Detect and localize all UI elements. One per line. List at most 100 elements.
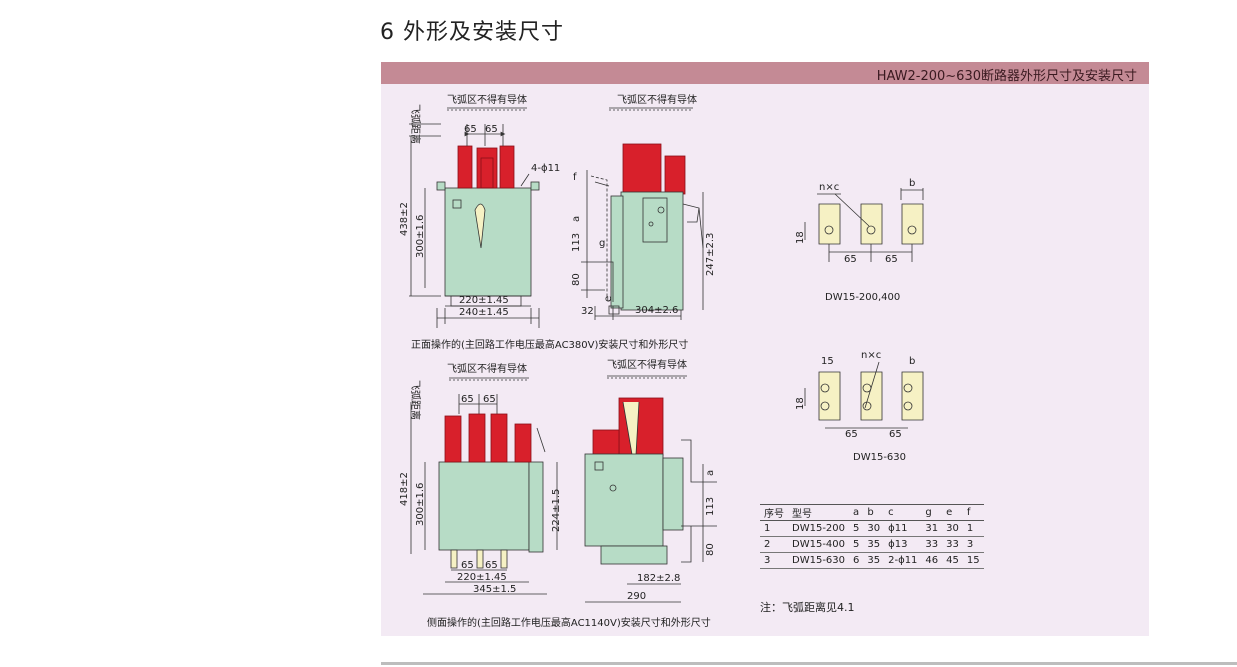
table-cell: ϕ11 xyxy=(888,523,908,534)
dim-label: 65 xyxy=(844,254,857,265)
table-cell: 46 xyxy=(925,555,939,566)
dim-label: 80 xyxy=(705,543,716,556)
red-pole xyxy=(468,413,486,463)
table-cell: 30 xyxy=(867,523,881,534)
dim-label: 80 xyxy=(571,273,582,286)
table-cell: DW15-200 xyxy=(792,523,846,534)
breaker-body xyxy=(438,461,530,551)
table-row: 3 DW15-630 6 35 2-ϕ11 46 45 15 xyxy=(760,553,984,569)
spec-table: 序号 型号 a b c g e f 1 DW15-200 5 30 ϕ11 31… xyxy=(760,504,984,569)
table-row: 1 DW15-200 5 30 ϕ11 31 30 1 xyxy=(760,521,984,537)
dim-label: b xyxy=(909,356,915,367)
table-cell: 33 xyxy=(946,539,959,550)
table-cell: 1 xyxy=(764,523,771,534)
table-header: e xyxy=(946,507,953,518)
table-header: 序号 xyxy=(764,509,784,520)
table-row: 2 DW15-400 5 35 ϕ13 33 33 3 xyxy=(760,537,984,553)
dim-label: 18 xyxy=(795,231,806,244)
table-cell: 2 xyxy=(764,539,771,550)
dim-label: 15 xyxy=(821,356,834,367)
caption: 正面操作的(主回路工作电压最高AC380V)安装尺寸和外形尺寸 xyxy=(411,338,688,351)
table-cell: 31 xyxy=(925,523,939,534)
table-cell: ϕ13 xyxy=(888,539,908,550)
dim-label: b xyxy=(909,178,915,189)
dim-label: 300±1.6 xyxy=(415,215,426,258)
table-cell: 3 xyxy=(764,555,771,566)
dim-label: 247±2.3 xyxy=(705,233,716,276)
dim-label: 418±2 xyxy=(399,472,410,506)
dim-label: 182±2.8 xyxy=(637,573,680,584)
table-cell: 35 xyxy=(867,555,881,566)
dim-label: 65 xyxy=(461,394,474,405)
table-header: b xyxy=(867,507,874,518)
breaker-body xyxy=(444,187,532,297)
red-pole xyxy=(476,147,498,189)
red-block xyxy=(622,143,662,195)
arc-zone-label: 飞弧区不得有导体 xyxy=(607,358,687,371)
dim-label: 240±1.45 xyxy=(459,307,509,318)
dim-label: 300±1.6 xyxy=(415,483,426,526)
table-header: a xyxy=(853,507,860,518)
dim-label: 290 xyxy=(627,591,646,602)
table-cell: 6 xyxy=(853,555,860,566)
dimension-panel: HAW2-200~630断路器外形尺寸及安装尺寸 飞弧区不得有导体 飞弧距离 xyxy=(381,62,1149,636)
table-cell: 3 xyxy=(966,539,974,550)
dim-label: 32 xyxy=(581,306,594,317)
table-cell: 45 xyxy=(946,555,959,566)
breaker-body-side xyxy=(620,191,684,311)
dim-label: 438±2 xyxy=(399,202,410,236)
table-cell: 35 xyxy=(867,539,881,550)
panel-title: HAW2-200~630断路器外形尺寸及安装尺寸 xyxy=(876,69,1137,84)
dim-label: a xyxy=(571,216,582,222)
dim-label: 65 xyxy=(464,124,477,135)
dim-label: 304±2.6 xyxy=(635,305,678,316)
breaker-body-side xyxy=(584,453,664,547)
red-pole xyxy=(499,145,515,189)
table-cell: 15 xyxy=(966,555,980,566)
page-divider xyxy=(381,662,1237,665)
dim-label: 65 xyxy=(485,124,498,135)
table-cell: 5 xyxy=(853,523,860,534)
dim-label: 65 xyxy=(885,254,898,265)
red-pole xyxy=(457,145,473,189)
red-handle xyxy=(664,155,686,195)
table-cell: 2-ϕ11 xyxy=(888,555,918,566)
arc-zone-label: 飞弧区不得有导体 xyxy=(617,93,697,106)
dim-label: 65 xyxy=(461,560,474,571)
arc-zone-label: 飞弧区不得有导体 xyxy=(447,362,527,375)
dim-label: 18 xyxy=(795,397,806,410)
red-pole xyxy=(514,423,532,463)
caption: 侧面操作的(主回路工作电压最高AC1140V)安装尺寸和外形尺寸 xyxy=(427,616,711,629)
panel-header: HAW2-200~630断路器外形尺寸及安装尺寸 xyxy=(381,62,1149,84)
red-pole xyxy=(444,415,462,463)
arc-distance-label: 飞弧距离 xyxy=(409,380,422,420)
dim-label: 224±1.5 xyxy=(551,489,562,532)
dim-label: 345±1.5 xyxy=(473,584,516,595)
dim-label: g xyxy=(599,238,605,249)
dim-label: 4-ϕ11 xyxy=(531,163,560,174)
dim-label: 113 xyxy=(571,233,582,252)
note-text: 注：飞弧距离见4.1 xyxy=(760,601,855,614)
table-cell: DW15-400 xyxy=(792,539,846,550)
dim-label: 220±1.45 xyxy=(459,295,509,306)
table-cell: DW15-630 xyxy=(792,555,846,566)
red-pole xyxy=(490,413,508,463)
table-cell: 30 xyxy=(946,523,959,534)
red-block xyxy=(592,429,620,457)
model-label: DW15-200,400 xyxy=(825,292,900,303)
model-label: DW15-630 xyxy=(853,452,906,463)
dim-label: f xyxy=(573,172,577,183)
table-header-row: 序号 型号 a b c g e f xyxy=(760,504,984,521)
table-header: g xyxy=(925,507,932,518)
table-cell: 5 xyxy=(853,539,860,550)
dim-label: n×c xyxy=(819,182,839,193)
table-header: 型号 xyxy=(792,509,812,520)
table-header: c xyxy=(888,507,894,518)
table-cell: 33 xyxy=(925,539,939,550)
dim-label: 65 xyxy=(845,429,858,440)
dim-label: 65 xyxy=(485,560,498,571)
table-header: f xyxy=(966,507,971,518)
dim-label: 113 xyxy=(705,497,716,516)
dim-label: e xyxy=(603,296,614,302)
